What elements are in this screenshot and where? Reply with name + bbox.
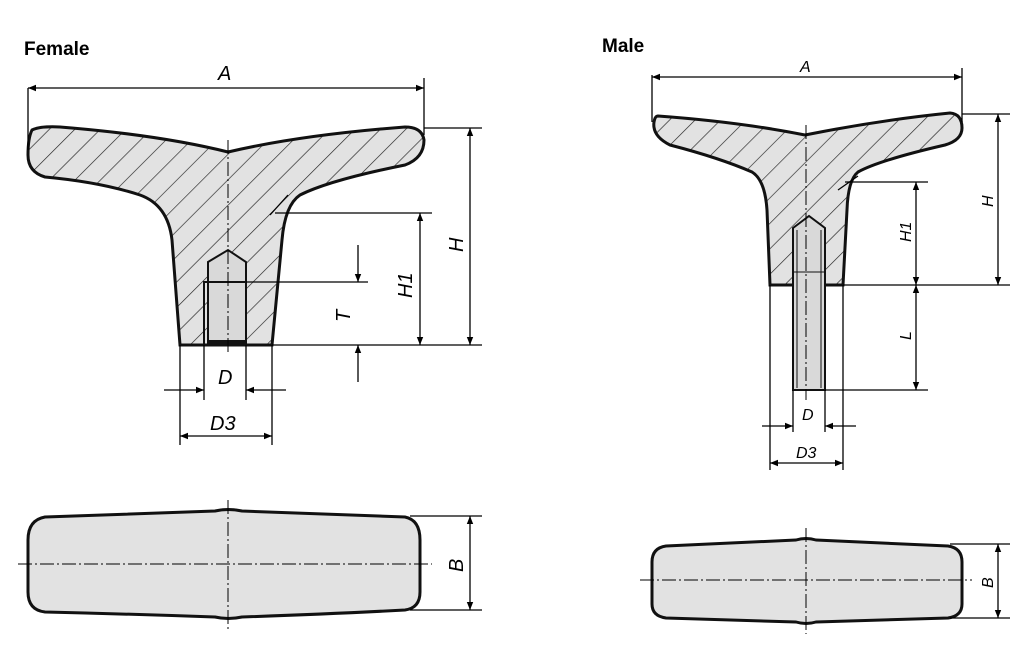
male-label-D: D <box>802 407 814 424</box>
male-label-B: B <box>980 577 997 588</box>
female-label-B: B <box>446 559 468 572</box>
male-label-D3: D3 <box>796 445 817 462</box>
female-label-D3: D3 <box>210 413 236 435</box>
female-title: Female <box>24 39 89 60</box>
female-label-H1: H1 <box>395 272 417 298</box>
male-top-view: B <box>640 528 1010 634</box>
male-label-H1: H1 <box>898 222 915 242</box>
female-label-D: D <box>218 367 232 389</box>
male-label-H: H <box>980 195 997 207</box>
female-top-view: B <box>18 500 482 630</box>
female-label-T: T <box>333 308 355 322</box>
male-title: Male <box>602 36 644 57</box>
male-side-view: A H H1 L D D3 <box>651 59 1010 470</box>
male-label-L: L <box>898 331 915 340</box>
female-side-view: A H H1 T D D3 <box>26 63 482 445</box>
female-label-H: H <box>446 237 468 252</box>
male-label-A: A <box>799 59 811 76</box>
female-label-A: A <box>217 63 231 85</box>
